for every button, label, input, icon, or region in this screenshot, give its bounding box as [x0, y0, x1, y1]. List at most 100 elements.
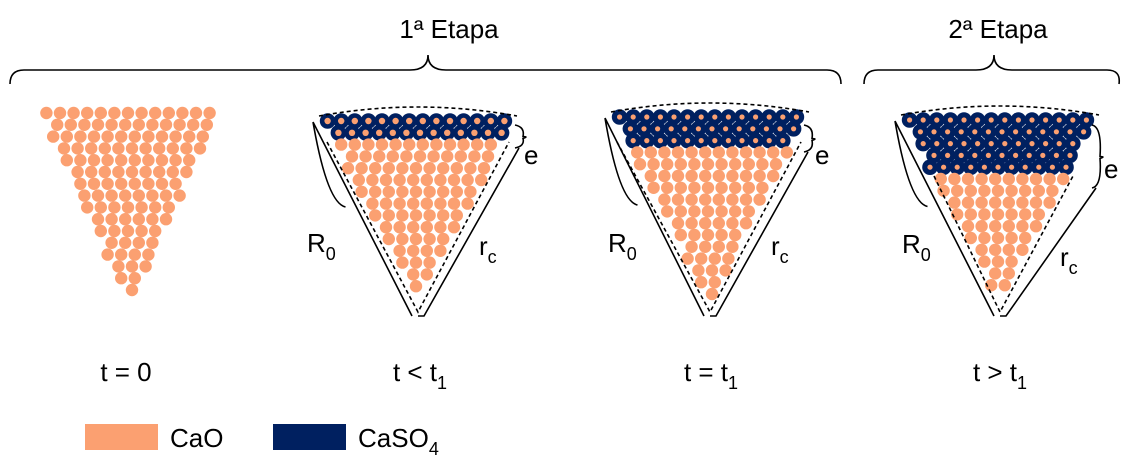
- cao-particle: [726, 193, 739, 206]
- cao-particle: [964, 184, 977, 197]
- cao-core: [655, 126, 661, 132]
- cao-core: [968, 164, 974, 170]
- cao-particle: [726, 240, 739, 253]
- cao-particle: [155, 177, 169, 190]
- cao-particle: [132, 236, 145, 249]
- cao-particle: [434, 173, 447, 187]
- cao-particle: [345, 150, 359, 163]
- cao-particle: [149, 201, 162, 214]
- cao-core: [1043, 117, 1049, 123]
- cao-particle: [125, 260, 139, 273]
- cao-particle: [951, 184, 964, 197]
- cao-particle: [756, 158, 769, 171]
- cao-particle: [416, 138, 429, 151]
- cao-particle: [674, 158, 687, 171]
- cao-particle: [403, 138, 416, 151]
- cao-particle: [644, 169, 657, 183]
- cao-particle: [200, 118, 213, 131]
- cao-particle: [369, 185, 382, 198]
- cao-core: [945, 152, 951, 158]
- cao-core: [460, 117, 467, 125]
- cao-particle: [1057, 172, 1070, 186]
- cao-core: [698, 114, 704, 120]
- cao-particle: [948, 196, 961, 209]
- cao-particle: [726, 169, 739, 183]
- cao-particle: [437, 232, 450, 246]
- cao-particle: [396, 162, 409, 175]
- cao-particle: [708, 252, 721, 265]
- cao-particle: [978, 184, 991, 197]
- cao-particle: [40, 106, 53, 120]
- cao-core: [501, 117, 508, 125]
- cao-core: [1043, 141, 1049, 147]
- cao-particle: [173, 118, 186, 131]
- cao-core: [920, 141, 926, 147]
- cao-particle: [975, 172, 988, 186]
- cao-particle: [407, 173, 420, 187]
- cao-particle: [454, 150, 467, 163]
- panel-t-greater-t1: [894, 105, 1104, 317]
- cao-particle: [176, 106, 189, 120]
- cao-core: [1026, 129, 1032, 135]
- time-label-3: t > t1: [973, 357, 1027, 393]
- cao-particle: [119, 189, 132, 202]
- cao-particle: [989, 196, 1002, 209]
- cao-core: [777, 126, 783, 132]
- cao-particle: [685, 169, 698, 183]
- cao-core: [1029, 117, 1035, 123]
- cao-particle: [382, 232, 395, 246]
- cao-particle: [685, 146, 698, 159]
- cao-core: [1063, 164, 1069, 170]
- cao-particle: [149, 106, 162, 120]
- cao-particle: [169, 177, 182, 190]
- cao-particle: [128, 272, 141, 285]
- legend-label-caso4: CaSO4: [358, 423, 439, 457]
- panel-t0: [40, 106, 216, 297]
- cao-particle: [726, 146, 739, 159]
- cao-particle: [94, 224, 108, 238]
- cao-particle: [701, 205, 715, 218]
- cao-particle: [441, 150, 454, 163]
- cao-particle: [196, 130, 209, 143]
- cao-particle: [81, 106, 94, 120]
- cao-particle: [671, 146, 685, 159]
- cao-particle: [1016, 243, 1029, 256]
- cao-particle: [57, 142, 71, 155]
- cao-particle: [471, 138, 484, 151]
- cao-particle: [423, 232, 436, 246]
- cao-particle: [135, 224, 148, 238]
- cao-particle: [112, 142, 125, 155]
- cao-particle: [712, 146, 725, 159]
- cao-particle: [437, 162, 450, 175]
- cao-particle: [142, 130, 155, 143]
- cao-particle: [742, 205, 755, 218]
- cao-particle: [729, 181, 742, 194]
- core-outline: [933, 175, 1074, 314]
- cao-core: [961, 141, 967, 147]
- cao-core: [1013, 152, 1019, 158]
- cao-particle: [71, 165, 84, 179]
- cao-particle: [1029, 196, 1043, 209]
- time-label-1: t < t1: [393, 357, 447, 393]
- cao-particle: [937, 184, 950, 197]
- cao-particle: [67, 106, 80, 120]
- cao-particle: [159, 118, 173, 131]
- cao-particle: [91, 189, 105, 202]
- cao-particle: [631, 146, 644, 159]
- cao-core: [931, 129, 937, 135]
- cao-particle: [373, 150, 386, 163]
- cao-particle: [715, 205, 728, 218]
- cao-particle: [685, 193, 698, 206]
- cao-particle: [450, 162, 463, 175]
- cao-particle: [674, 181, 687, 194]
- cao-particle: [978, 208, 991, 221]
- cao-particle: [193, 142, 207, 155]
- cao-core: [644, 114, 650, 120]
- cao-particle: [991, 184, 1005, 197]
- cao-core: [1053, 129, 1059, 135]
- cao-particle: [457, 138, 470, 151]
- cao-core: [947, 141, 954, 147]
- cao-particle: [375, 138, 389, 151]
- cao-core: [931, 152, 937, 158]
- cao-core: [985, 152, 992, 158]
